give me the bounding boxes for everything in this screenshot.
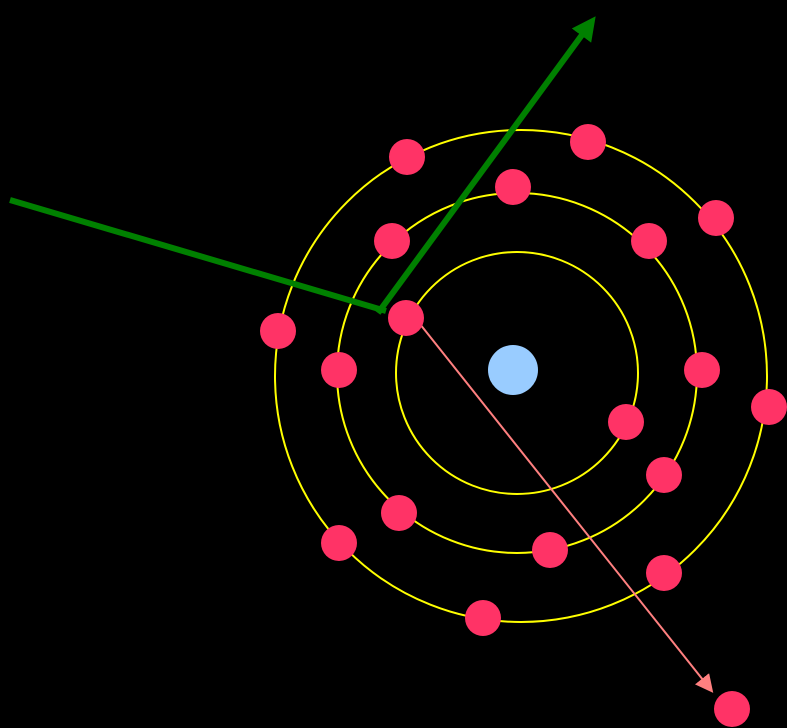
incident-photon	[9, 197, 387, 314]
electron-inner-1	[388, 300, 424, 336]
electron-middle-3	[684, 352, 720, 388]
electron-outer-7	[321, 525, 357, 561]
electron-middle-2	[631, 223, 667, 259]
photon-paths	[9, 16, 596, 315]
electron-middle-7	[321, 352, 357, 388]
outer-orbit	[274, 129, 768, 623]
electrons	[260, 124, 787, 727]
electron-middle-5	[532, 532, 568, 568]
electron-outer-1	[389, 139, 425, 175]
electron-outer-3	[698, 200, 734, 236]
electron-inner-2	[608, 404, 644, 440]
inner-orbit	[395, 251, 639, 495]
electron-outer-5	[646, 555, 682, 591]
electron-outer-4	[751, 389, 787, 425]
electron-middle-1	[495, 169, 531, 205]
electron-middle-6	[381, 495, 417, 531]
ejected-electron-track	[411, 313, 714, 693]
ejected-electron	[714, 691, 750, 727]
electron-middle-8	[374, 223, 410, 259]
scattered-photon	[375, 16, 596, 315]
electron-outer-6	[465, 600, 501, 636]
nucleus	[488, 345, 538, 395]
electron-outer-8	[260, 313, 296, 349]
electron-middle-4	[646, 457, 682, 493]
electron-outer-2	[570, 124, 606, 160]
